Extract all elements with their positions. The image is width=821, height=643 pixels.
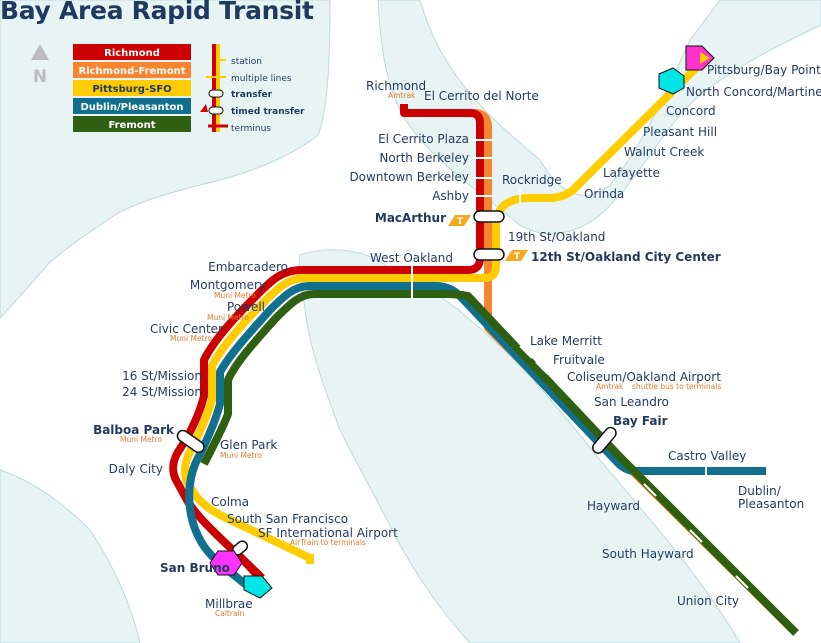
transfer-12th-st (473, 248, 505, 261)
timed-transfer-12th-icon: T (505, 250, 528, 262)
station-union-city: Union City (677, 594, 739, 608)
station-coliseum-sub-shuttle: shuttle bus to terminals (632, 382, 721, 391)
station-dublin-1: Dublin/ (738, 484, 782, 498)
transfer-bay-fair (592, 426, 617, 454)
station-millbrae: Millbrae (205, 597, 253, 611)
timed-transfer-macarthur-icon: T (448, 215, 471, 227)
station-millbrae-sub: Caltrain (215, 609, 245, 618)
station-daly-city: Daly City (109, 462, 163, 476)
station-el-cerrito-plaza: El Cerrito Plaza (378, 132, 469, 146)
station-labels: Richmond Amtrak El Cerrito del Norte El … (93, 63, 821, 618)
terminus-north-concord-icon (658, 67, 685, 95)
transfer-macarthur (473, 210, 505, 223)
station-montgomery: Montgomery (190, 278, 266, 292)
station-powell: Powell (227, 300, 265, 314)
legend-pittsburg-sfo: Pittsburg-SFO (92, 84, 171, 95)
station-16th-mission: 16 St/Mission (122, 369, 202, 383)
station-coliseum: Coliseum/Oakland Airport (567, 370, 721, 384)
station-san-bruno: San Bruno (160, 561, 230, 575)
station-bay-fair: Bay Fair (613, 414, 668, 428)
station-powell-sub: Muni Metro (207, 313, 249, 322)
station-ticks (411, 111, 749, 589)
station-sfo: SF International Airport (258, 526, 398, 540)
station-balboa-park: Balboa Park (93, 423, 175, 437)
station-macarthur: MacArthur (375, 211, 446, 225)
legend-fremont: Fremont (108, 120, 155, 131)
station-north-concord: North Concord/Martinez (686, 85, 821, 99)
station-hayward: Hayward (587, 499, 640, 513)
svg-text:T: T (457, 217, 464, 227)
legend-timed-transfer: timed transfer (231, 107, 305, 117)
station-downtown-berkeley: Downtown Berkeley (349, 170, 469, 184)
station-civic-center: Civic Center (150, 322, 223, 336)
line-pittsburg-sfo (181, 55, 709, 562)
north-arrow-icon: N (31, 44, 49, 87)
terminus-san-bruno-icon (209, 550, 243, 576)
station-colma: Colma (211, 495, 249, 509)
station-south-hayward: South Hayward (602, 547, 694, 561)
station-castro-valley: Castro Valley (668, 449, 746, 463)
station-ashby: Ashby (432, 189, 469, 203)
station-dublin-2: Pleasanton (738, 497, 804, 511)
north-label: N (33, 67, 47, 87)
station-el-cerrito-del-norte: El Cerrito del Norte (424, 89, 539, 103)
station-orinda: Orinda (584, 187, 624, 201)
station-civic-sub: Muni Metro (170, 334, 212, 343)
station-san-leandro: San Leandro (594, 395, 669, 409)
legend: Richmond Richmond-Fremont Pittsburg-SFO … (73, 44, 305, 134)
station-glen-sub: Muni Metro (220, 451, 262, 460)
station-concord: Concord (666, 104, 716, 118)
legend-symbol-bar (200, 44, 228, 132)
station-12th-st: 12th St/Oakland City Center (531, 250, 721, 264)
station-lake-merritt: Lake Merritt (530, 334, 602, 348)
station-pleasant-hill: Pleasant Hill (643, 125, 717, 139)
station-fruitvale: Fruitvale (553, 353, 605, 367)
station-19th-st: 19th St/Oakland (508, 230, 605, 244)
svg-text:T: T (514, 252, 521, 262)
station-west-oakland: West Oakland (370, 251, 453, 265)
station-north-berkeley: North Berkeley (379, 151, 469, 165)
terminus-pittsburg-icon (685, 45, 715, 71)
legend-dublin-pleasanton: Dublin/Pleasanton (80, 102, 183, 113)
map-title: Bay Area Rapid Transit (0, 0, 314, 25)
station-rockridge: Rockridge (502, 173, 562, 187)
legend-station: station (231, 57, 262, 67)
station-richmond: Richmond (366, 79, 426, 93)
legend-multiple-lines: multiple lines (231, 74, 292, 84)
transfer-balboa (176, 429, 205, 454)
station-embarcadero: Embarcadero (208, 260, 288, 274)
station-montgomery-sub: Muni Metro (214, 291, 256, 300)
legend-transfer: transfer (231, 90, 273, 100)
legend-richmond: Richmond (104, 48, 160, 59)
station-24th-mission: 24 St/Mission (122, 385, 202, 399)
station-coliseum-sub-amtrak: Amtrak (596, 382, 624, 391)
line-fremont (200, 290, 799, 636)
legend-richmond-fremont: Richmond-Fremont (79, 66, 186, 77)
station-sfo-sub: AirTrain to terminals (290, 538, 366, 547)
station-richmond-sub: Amtrak (388, 91, 416, 100)
station-pittsburg: Pittsburg/Bay Point (707, 63, 821, 77)
station-ssf: South San Francisco (227, 512, 348, 526)
station-balboa-sub: Muni Metro (120, 435, 162, 444)
station-glen-park: Glen Park (220, 438, 277, 452)
station-lafayette: Lafayette (603, 166, 660, 180)
legend-terminus: terminus (231, 124, 271, 134)
station-walnut-creek: Walnut Creek (624, 145, 704, 159)
terminus-millbrae-icon (243, 575, 273, 599)
